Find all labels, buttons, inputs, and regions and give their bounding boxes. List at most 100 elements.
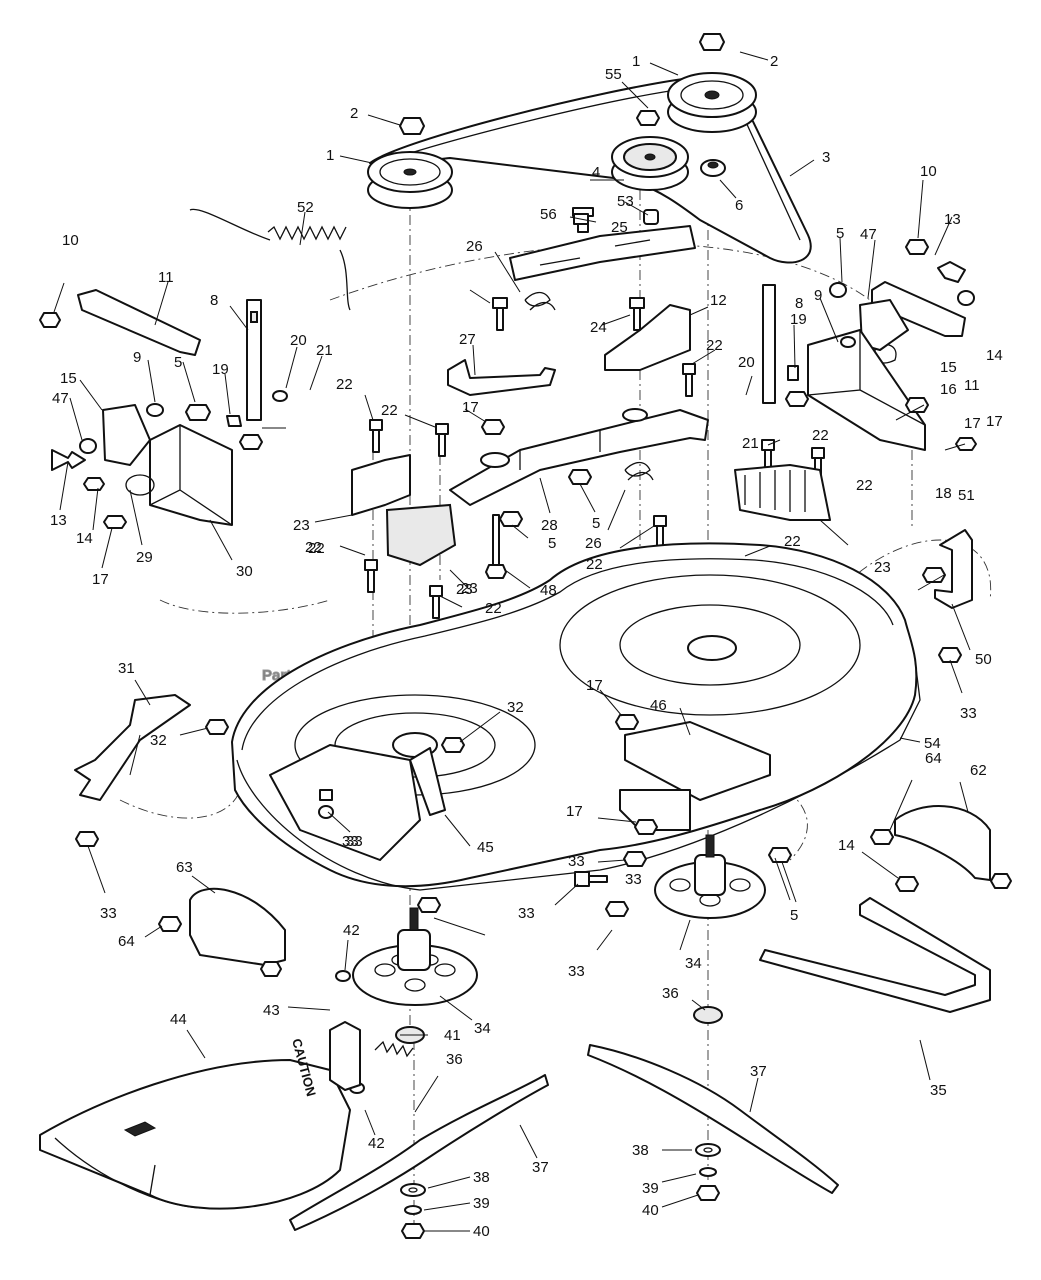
callout-label: 20: [738, 354, 755, 371]
callout-label: 17: [986, 413, 1003, 430]
callout-label: 53: [617, 193, 634, 210]
callout-label: 22: [305, 539, 322, 556]
left-bracket-assembly: [39, 289, 288, 529]
idler-arm: [509, 225, 696, 281]
callout-label: 40: [642, 1202, 659, 1219]
idler-pulley: [611, 136, 689, 191]
callout-label: 11: [964, 377, 980, 394]
callout-label: 34: [474, 1020, 491, 1037]
callout-label: 40: [473, 1223, 490, 1240]
shields-23: [351, 454, 831, 567]
callout-label: 38: [473, 1169, 490, 1186]
callout-label: 19: [212, 361, 229, 378]
callout-label: 37: [750, 1063, 767, 1080]
middle-brackets: [447, 304, 709, 506]
callout-label: 32: [507, 699, 524, 716]
callout-label: 47: [860, 226, 877, 243]
callout-label: 33: [960, 705, 977, 722]
link-11-left: [77, 289, 201, 356]
bracket-28: [449, 409, 709, 506]
rod-43: [329, 1021, 361, 1091]
callout-label: 8: [795, 295, 803, 312]
callout-label: 25: [611, 219, 628, 236]
bracket-50: [934, 529, 973, 609]
callout-label: 33: [518, 905, 535, 922]
callout-label: 44: [170, 1011, 187, 1028]
callout-label: 15: [940, 359, 957, 376]
callout-label: 10: [62, 232, 79, 249]
baffle-31: [74, 694, 191, 801]
callout-label: 14: [838, 837, 855, 854]
callout-label: 19: [790, 311, 807, 328]
callout-label: 43: [263, 1002, 280, 1019]
callout-label: 45: [477, 839, 494, 856]
callout-label: 22: [308, 540, 325, 557]
callout-label: 55: [605, 66, 622, 83]
blade-37-right: [587, 1044, 839, 1194]
callout-label: 33: [346, 833, 363, 850]
spring-52: [189, 208, 351, 311]
pulley-belt-assembly: [367, 72, 812, 264]
callout-label: 5: [836, 225, 844, 242]
callout-label: 32: [150, 732, 167, 749]
callout-label: 42: [343, 922, 360, 939]
callout-label: 14: [76, 530, 93, 547]
callout-label: 4: [592, 164, 600, 181]
callout-label: 31: [118, 660, 135, 677]
callout-label: 63: [176, 859, 193, 876]
callout-label: 16: [940, 381, 957, 398]
cover-62: [894, 805, 991, 881]
belt-guard-45: [269, 744, 421, 861]
callout-label: 33: [568, 853, 585, 870]
callout-label: 6: [735, 197, 743, 214]
callout-label: 17: [586, 677, 603, 694]
cover-63: [189, 887, 286, 966]
callout-label: 26: [585, 535, 602, 552]
callout-label: 62: [970, 762, 987, 779]
callout-label: 21: [742, 435, 759, 452]
callout-label: 5: [174, 354, 182, 371]
blade-37-left: [289, 1074, 549, 1231]
callout-label: 39: [473, 1195, 490, 1212]
callout-label: 48: [540, 582, 557, 599]
callout-label: 23: [456, 581, 473, 598]
callout-label: 17: [566, 803, 583, 820]
bracket-27: [447, 359, 556, 396]
callout-label: 15: [60, 370, 77, 387]
callout-label: 38: [632, 1142, 649, 1159]
callout-label: 36: [662, 985, 679, 1002]
callout-label: 5: [790, 907, 798, 924]
callout-label: 3: [822, 149, 830, 166]
spring-41: [374, 1040, 414, 1058]
callout-label: 14: [986, 347, 1003, 364]
callout-label: 28: [541, 517, 558, 534]
plate-15-left: [102, 404, 151, 466]
callout-label: 22: [586, 556, 603, 573]
callout-label: 23: [461, 580, 478, 597]
callout-label: 13: [50, 512, 67, 529]
callout-label: 5: [592, 515, 600, 532]
callout-label: 27: [459, 331, 476, 348]
callout-label: 21: [316, 342, 333, 359]
blade-hardware: [400, 1143, 721, 1239]
callout-label: 22: [706, 337, 723, 354]
callout-label: 54: [924, 735, 941, 752]
callout-label: 47: [52, 390, 69, 407]
callout-label: 36: [446, 1051, 463, 1068]
callout-label: 39: [642, 1180, 659, 1197]
right-deck-pulley: [667, 72, 757, 133]
callout-label: 35: [930, 1082, 947, 1099]
callout-label: 8: [210, 292, 218, 309]
callout-label: 20: [290, 332, 307, 349]
right-bracket-assembly: [762, 239, 977, 663]
link-8-right: [762, 284, 776, 404]
callout-label: 2: [350, 105, 358, 122]
callout-label: 17: [92, 571, 109, 588]
callout-label: 46: [650, 697, 667, 714]
callout-label: 1: [326, 147, 334, 164]
bolt-33-deck: [319, 789, 333, 801]
callout-label: 9: [133, 349, 141, 366]
spindles-34: [352, 834, 766, 1006]
bolts: [364, 213, 825, 619]
